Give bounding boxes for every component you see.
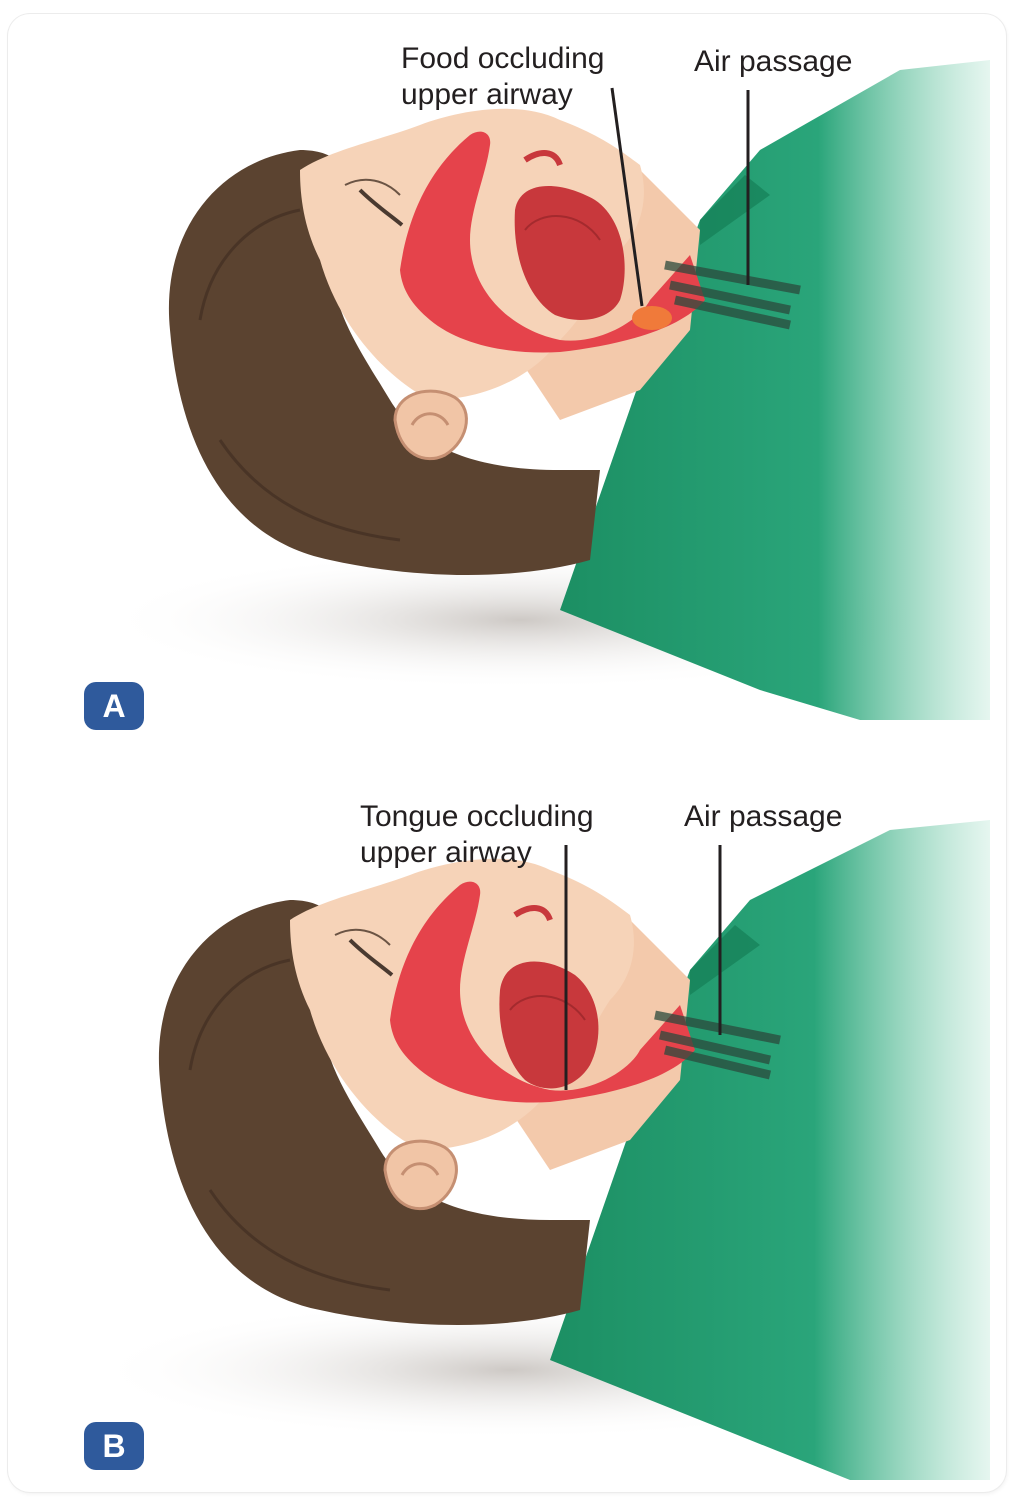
gown	[560, 60, 990, 720]
air-passage-label: Air passage	[684, 800, 843, 833]
panel-a-illustration	[100, 60, 990, 720]
tongue-label-line1: Tongue occluding	[360, 800, 594, 833]
badge-b: B	[84, 1422, 144, 1470]
hair	[168, 150, 601, 575]
hair	[158, 900, 591, 1325]
food-bolus	[632, 306, 672, 330]
food-leader-line	[610, 87, 644, 307]
face	[300, 108, 644, 401]
food-label-line1: Food occluding	[401, 42, 605, 75]
panel-b-illustration	[90, 820, 990, 1480]
eye	[348, 938, 394, 977]
eye	[358, 188, 404, 227]
panel-a: Food occluding upper airway Air passage …	[0, 0, 1016, 740]
tongue-label-line2: upper airway	[360, 836, 532, 869]
airway	[400, 131, 705, 353]
gown	[550, 820, 990, 1480]
air-passage-label: Air passage	[694, 45, 853, 78]
tongue	[514, 186, 625, 320]
panel-b: Tongue occluding upper airway Air passag…	[0, 760, 1016, 1500]
badge-a: A	[84, 682, 144, 730]
ear	[383, 1139, 458, 1211]
food-label-line2: upper airway	[401, 78, 573, 111]
air-passage	[654, 1010, 781, 1080]
air-passage	[664, 260, 801, 330]
airway	[390, 881, 695, 1103]
tongue	[499, 961, 599, 1089]
ear	[393, 389, 468, 461]
